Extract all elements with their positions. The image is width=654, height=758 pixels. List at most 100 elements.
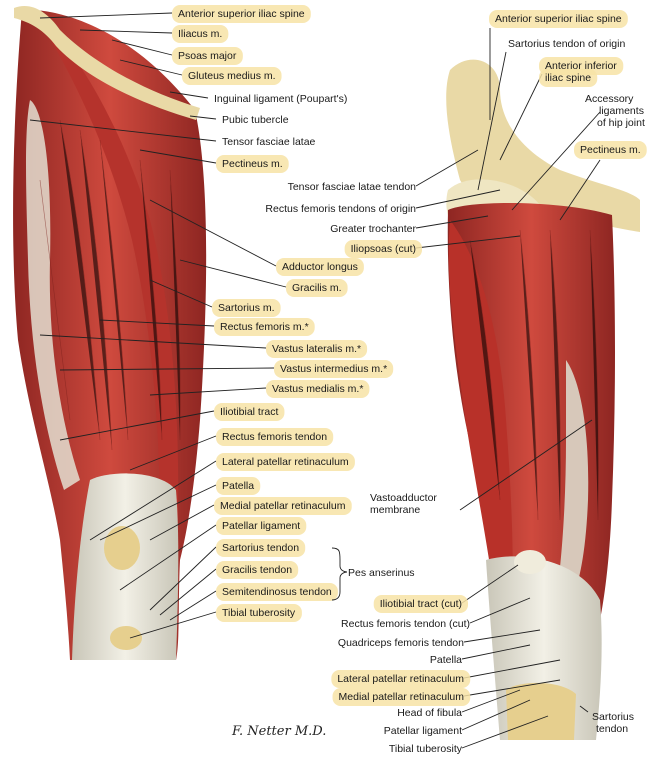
right-leader-2	[499, 73, 543, 161]
left-label-18: Patella	[222, 480, 254, 492]
left-patella	[104, 526, 140, 570]
left-highlight-3	[182, 67, 282, 85]
left-highlight-20	[216, 517, 307, 535]
left-muscle-striations	[39, 119, 181, 451]
right-highlight-19	[332, 688, 471, 706]
right-label-3: iliac spine	[545, 72, 591, 84]
left-highlight-9	[286, 279, 348, 297]
left-highlight-18	[216, 477, 261, 495]
pes-anserinus-bracket: Pes anserinus	[331, 547, 415, 601]
left-highlight-19	[214, 497, 352, 515]
right-label-11: Iliopsoas (cut)	[351, 243, 416, 255]
pes-anserinus-label: Pes anserinus	[348, 567, 415, 579]
left-highlight-7	[216, 155, 289, 173]
right-label-9: Rectus femoris tendons of origin	[265, 203, 416, 215]
left-label-12: Vastus lateralis m.*	[272, 343, 361, 355]
right-label-18: Lateral patellar retinaculum	[337, 673, 464, 685]
right-leader-18	[463, 659, 561, 679]
left-highlight-16	[216, 428, 334, 446]
left-leader-5	[189, 115, 217, 120]
left-leader-16	[129, 435, 217, 471]
left-leader-8	[149, 199, 277, 267]
left-leader-0	[39, 12, 173, 19]
left-highlight-11	[214, 318, 315, 336]
left-label-17: Lateral patellar retinaculum	[222, 456, 349, 468]
left-leader-19	[149, 504, 215, 541]
right-label-8: Tensor fasciae latae tendon	[288, 181, 417, 193]
right-vastus-lateralis	[448, 220, 513, 610]
right-thigh-illustration	[446, 59, 640, 740]
right-highlight-7	[574, 141, 647, 159]
left-thigh-illustration	[13, 6, 207, 661]
left-leader-10	[149, 279, 213, 308]
left-label-21: Sartorius tendon	[222, 542, 299, 554]
left-highlight-8	[276, 258, 364, 276]
right-leader-17	[461, 644, 531, 660]
right-label-16: Quadriceps femoris tendon	[338, 637, 464, 649]
left-leader-12	[39, 334, 267, 349]
left-highlight-0	[172, 5, 311, 23]
right-label-4: Accessory	[585, 93, 634, 105]
artist-signature: F. Netter M.D.	[231, 724, 326, 739]
left-highlight-15	[214, 403, 285, 421]
right-leader-4	[511, 111, 601, 211]
right-leader-11	[415, 235, 521, 249]
right-label-23: Sartorius	[592, 711, 634, 723]
left-leader-7	[139, 149, 217, 164]
left-label-6: Tensor fasciae latae	[222, 136, 316, 148]
left-label-5: Pubic tubercle	[222, 114, 289, 126]
left-leader-15	[59, 410, 215, 441]
left-label-3: Gluteus medius m.	[188, 70, 276, 82]
left-label-14: Vastus medialis m.*	[272, 383, 363, 395]
right-highlight-3	[539, 69, 598, 87]
left-iliac-crest	[14, 6, 200, 120]
left-highlight-1	[172, 25, 229, 43]
left-leader-2	[111, 39, 173, 56]
left-label-2: Psoas major	[178, 50, 237, 62]
left-highlight-13	[274, 360, 394, 378]
left-label-0: Anterior superior iliac spine	[178, 8, 305, 20]
right-highlight-14	[373, 595, 468, 613]
right-label-5: ligaments	[599, 105, 644, 117]
left-leader-6	[29, 119, 217, 142]
right-label-10: Greater trochanter	[330, 223, 416, 235]
left-tensor-fasciae-latae-band	[26, 100, 80, 490]
right-leader-23	[579, 705, 589, 713]
left-highlight-22	[216, 561, 299, 579]
left-label-9: Gracilis m.	[292, 282, 342, 294]
right-muscle-striations	[469, 229, 599, 521]
right-leader-20	[461, 689, 521, 713]
left-label-24: Tibial tuberosity	[222, 607, 296, 619]
left-leader-13	[59, 367, 275, 371]
left-label-20: Patellar ligament	[222, 520, 300, 532]
right-highlight-11	[344, 240, 422, 258]
left-leader-4	[169, 91, 209, 99]
left-leader-22	[159, 568, 217, 616]
left-highlight-17	[216, 453, 355, 471]
right-leader-21	[461, 699, 531, 731]
left-highlight-24	[216, 604, 302, 622]
right-label-6: of hip joint	[597, 117, 645, 129]
right-label-19: Medial patellar retinaculum	[339, 691, 465, 703]
right-label-24: tendon	[596, 723, 628, 735]
left-highlight-10	[212, 299, 281, 317]
left-leader-21	[149, 546, 217, 611]
left-label-7: Pectineus m.	[222, 158, 283, 170]
right-leader-16	[463, 629, 541, 643]
left-leader-9	[179, 259, 287, 288]
left-leader-23	[169, 590, 217, 621]
right-label-7: Pectineus m.	[580, 144, 641, 156]
right-highlight-18	[331, 670, 471, 688]
left-leader-3	[119, 59, 183, 76]
right-leader-15	[469, 597, 531, 624]
left-label-4: Inguinal ligament (Poupart's)	[214, 93, 347, 105]
right-label-12: Vastoadductor	[370, 492, 437, 504]
left-leader-18	[99, 484, 217, 541]
left-highlight-23	[216, 583, 338, 601]
left-leader-14	[149, 387, 267, 396]
left-label-11: Rectus femoris m.*	[220, 321, 309, 333]
left-leader-1	[79, 29, 173, 34]
